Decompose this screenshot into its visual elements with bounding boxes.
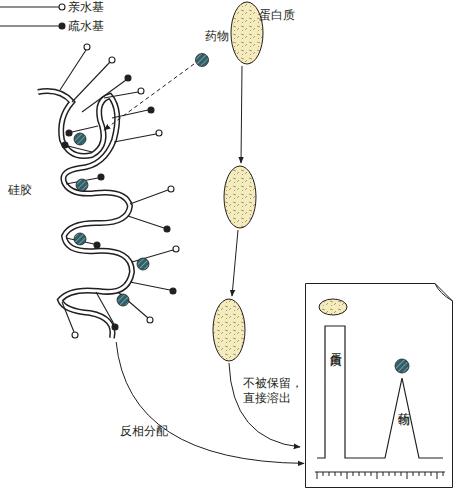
chromatogram: 蛋白质药物 bbox=[305, 283, 453, 488]
hydrophilic-chain bbox=[130, 190, 168, 204]
annotation-label: 蛋白质 bbox=[259, 8, 295, 23]
legend-text: 疏水基 bbox=[68, 19, 104, 34]
legend-dot bbox=[59, 23, 65, 29]
axis-ticks bbox=[317, 472, 443, 479]
legend-sample bbox=[0, 0, 66, 14]
hydrophobic-group bbox=[94, 242, 100, 248]
legend-text: 亲水基 bbox=[68, 0, 104, 15]
hydrophobic-chain bbox=[68, 146, 92, 152]
legend-dot bbox=[59, 4, 65, 10]
drug-molecule bbox=[76, 179, 88, 191]
drug-molecule bbox=[74, 233, 86, 245]
node-text: 蛋白质 bbox=[328, 343, 343, 346]
silica-particle: 硅胶 bbox=[40, 80, 152, 342]
connector-arrow bbox=[116, 342, 304, 463]
chromatogram-paper bbox=[305, 283, 453, 488]
drug-molecule bbox=[117, 294, 129, 306]
hydrophilic-group bbox=[147, 317, 153, 323]
node-text: 药物 bbox=[396, 403, 411, 405]
drug-molecule bbox=[137, 258, 149, 270]
hydrophobic-group bbox=[164, 226, 170, 232]
hydrophobic-group bbox=[148, 107, 154, 113]
hydrophobic-chain bbox=[72, 126, 98, 132]
hydrophobic-group bbox=[62, 142, 68, 148]
drug-molecule bbox=[74, 133, 86, 145]
hydrophilic-group bbox=[72, 332, 78, 338]
flow-arrow bbox=[232, 230, 238, 296]
drug-icon bbox=[395, 359, 409, 373]
hydrophobic-chain bbox=[82, 80, 126, 112]
hydrophobic-group bbox=[125, 75, 131, 81]
node-text: 硅胶 bbox=[8, 183, 32, 198]
annotation-label: 不被保留， 直接溶出 bbox=[243, 376, 305, 406]
drug-molecules bbox=[74, 54, 209, 307]
hydrophilic-group bbox=[173, 246, 179, 252]
hydrophobic-group bbox=[66, 130, 72, 136]
hydrophobic-group bbox=[112, 324, 118, 330]
annotation-label: 药物 bbox=[205, 29, 229, 44]
legend-line bbox=[0, 6, 59, 7]
bonded-chains bbox=[60, 44, 179, 338]
hydrophilic-chain bbox=[118, 292, 148, 318]
silica-outline-inner bbox=[38, 91, 132, 338]
binding-arrow bbox=[104, 64, 194, 130]
hydrophobic-group bbox=[170, 288, 176, 294]
hydrophilic-chain bbox=[114, 134, 156, 142]
paper-fold bbox=[435, 284, 453, 302]
protein-icon bbox=[319, 299, 347, 315]
silica-outline bbox=[38, 91, 132, 338]
hydrophilic-group bbox=[109, 57, 115, 63]
hydrophilic-chain bbox=[60, 50, 86, 90]
protein-molecule bbox=[231, 2, 263, 64]
legend-sample bbox=[0, 19, 66, 33]
hydrophobic-chain bbox=[128, 216, 164, 228]
hydrophilic-group bbox=[138, 88, 144, 94]
hydrophobic-group bbox=[98, 174, 104, 180]
hydrophilic-chain bbox=[104, 92, 138, 98]
legend-line bbox=[0, 25, 59, 26]
hydrophilic-group bbox=[168, 186, 174, 192]
silica-surface bbox=[38, 91, 132, 338]
edge-label: 反相分配 bbox=[120, 424, 168, 439]
flow-arrow bbox=[241, 66, 242, 163]
protein-molecule bbox=[213, 299, 245, 361]
hydrophilic-chain bbox=[62, 302, 74, 332]
hydrophilic-group bbox=[156, 130, 162, 136]
chromatogram-trace bbox=[317, 326, 443, 458]
hydrophobic-chain bbox=[130, 282, 170, 290]
hydrophilic-group bbox=[84, 44, 90, 50]
paper-outline bbox=[306, 284, 453, 488]
hydrophobic-chain bbox=[96, 292, 114, 324]
drug-molecule bbox=[196, 54, 209, 67]
protein-molecule bbox=[224, 166, 256, 228]
